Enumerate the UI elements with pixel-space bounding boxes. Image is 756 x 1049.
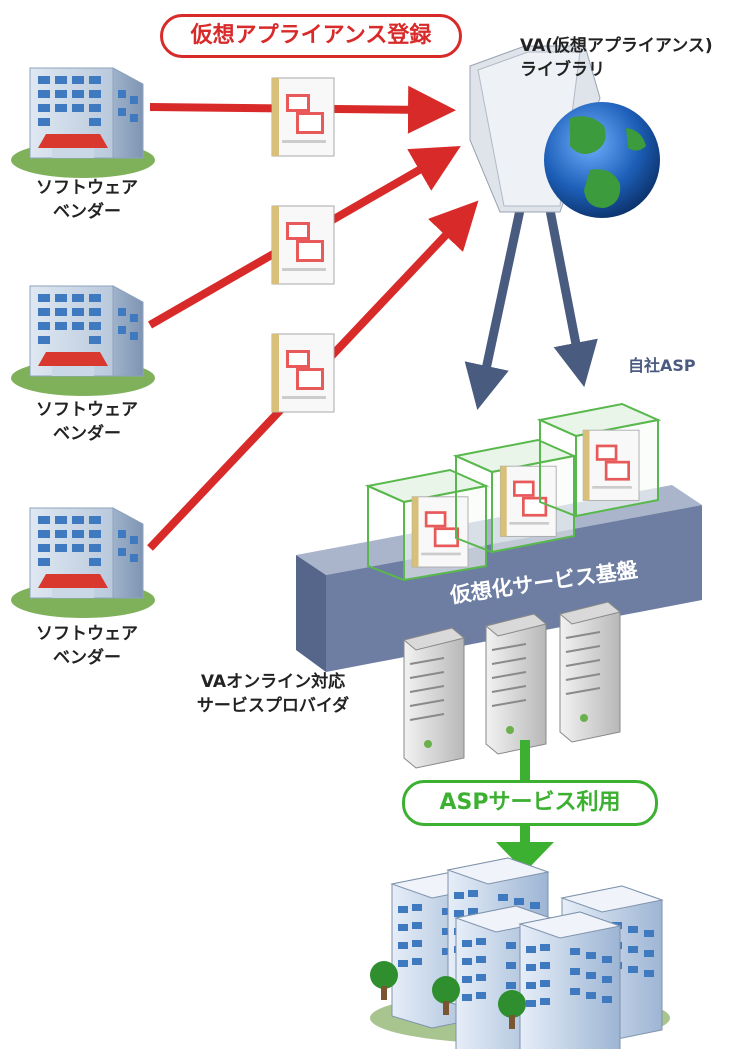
- va-document-icon: [271, 205, 335, 285]
- va-document-icon: [411, 496, 469, 568]
- vendor-line1: ソフトウェア: [36, 178, 138, 198]
- vendor-line2: ベンダー: [53, 202, 121, 222]
- office-complex-icon: [370, 857, 670, 1049]
- office-building-icon: [10, 507, 156, 619]
- va-document-icon: [499, 465, 557, 537]
- asp-usage-label: ASPサービス利用: [402, 780, 658, 826]
- va-document-icon: [271, 77, 335, 157]
- va-library-line2: ライブラリ: [520, 60, 605, 80]
- vendor-label: ソフトウェア ベンダー: [12, 622, 162, 670]
- office-building-icon: [10, 67, 156, 179]
- va-cube: [536, 402, 662, 518]
- office-building-icon: [10, 285, 156, 397]
- server-icon: [403, 627, 465, 769]
- arrow-library-to-platform: [464, 209, 525, 411]
- own-asp-label: 自社ASP: [628, 356, 696, 375]
- va-instances: [364, 402, 662, 582]
- server-icon: [559, 601, 621, 743]
- va-library-line1: VA(仮想アプライアンス): [520, 36, 713, 56]
- deploy-arrows: [464, 209, 598, 411]
- vendor-label: ソフトウェア ベンダー: [12, 398, 162, 446]
- provider-line2: サービスプロバイダ: [196, 696, 350, 716]
- vendor-line1: ソフトウェア: [36, 400, 138, 420]
- globe-icon: [544, 102, 660, 218]
- arrow-library-to-own-asp: [545, 209, 598, 388]
- server-icon: [485, 613, 547, 755]
- va-document-icon: [271, 333, 335, 413]
- vendor-label: ソフトウェア ベンダー: [12, 176, 162, 224]
- va-document-icon: [582, 429, 640, 501]
- va-cube: [452, 438, 578, 554]
- provider-line1: VAオンライン対応: [200, 672, 346, 692]
- vendor-line2: ベンダー: [53, 648, 121, 668]
- provider-label: VAオンライン対応 サービスプロバイダ: [178, 670, 368, 718]
- vendor-line1: ソフトウェア: [36, 624, 138, 644]
- registration-label: 仮想アプライアンス登録: [160, 14, 462, 58]
- vendor-line2: ベンダー: [53, 424, 121, 444]
- va-library-label: VA(仮想アプライアンス) ライブラリ: [520, 34, 713, 82]
